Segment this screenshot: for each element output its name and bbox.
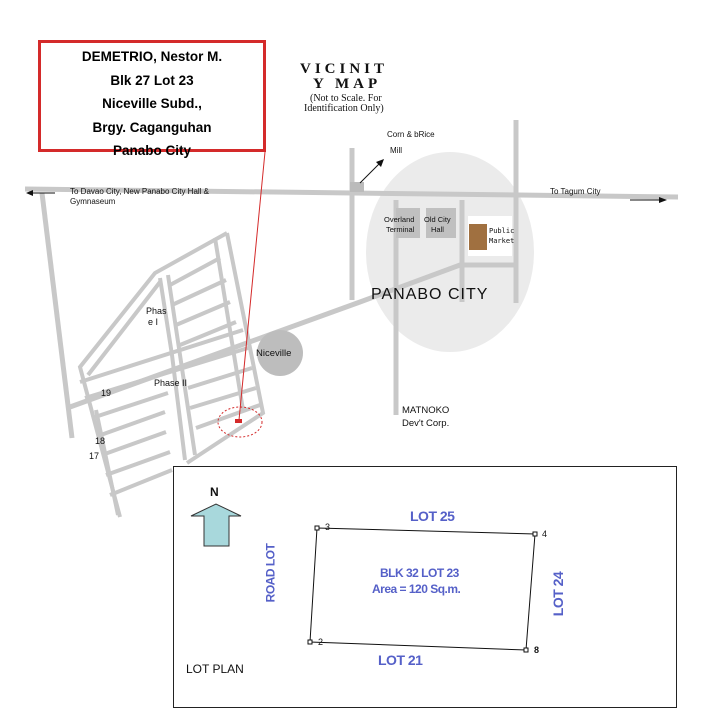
north-label: N (210, 485, 219, 499)
map-title-line2: Y MAP (313, 76, 382, 92)
matnoko-label: MATNOKO (402, 405, 450, 416)
road-lot-label: ROAD LOT (263, 543, 278, 603)
lot-area-label: Area = 120 Sq.m. (372, 582, 461, 596)
mill-arrow (359, 161, 382, 184)
owner-barangay: Brgy. Caganguhan (92, 119, 212, 135)
map-note-line2: Identification Only) (304, 103, 384, 114)
mill-arrowhead (376, 159, 384, 167)
mill-junction (350, 182, 364, 192)
phase-2-label: Phase II (154, 378, 188, 388)
panabo-city-area (366, 152, 534, 352)
city-hall-label-2: Hall (431, 225, 444, 234)
phase-1-label-2: e I (148, 317, 159, 327)
overland-label-2: Terminal (386, 225, 415, 234)
old-city-hall-block (426, 208, 456, 238)
panabo-city-label: PANABO CITY (371, 286, 489, 303)
corner-3-label: 3 (325, 522, 331, 532)
map-note-line1: (Not to Scale. For (310, 93, 382, 104)
public-market-icon (469, 224, 487, 250)
corner-4-label: 4 (542, 529, 548, 539)
location-dot (235, 419, 242, 423)
public-market-label: Public Market (489, 227, 515, 245)
location-ellipse (217, 406, 263, 438)
corner-markers (307, 525, 538, 653)
to-davao-label: To Davao City, New Panabo City Hall & (70, 187, 210, 196)
subdivision-streets (77, 231, 266, 518)
pointer-line (238, 151, 266, 421)
lot-plan-frame (173, 466, 677, 708)
city-hall-label: Old City (424, 215, 451, 224)
to-tagum-label: To Tagum City (550, 187, 601, 196)
owner-city: Panabo City (112, 143, 191, 158)
lot-plan-title: LOT PLAN (186, 662, 244, 676)
block-17-label: 17 (89, 451, 100, 461)
rice-mill-label-2: Mill (390, 146, 402, 155)
north-arrow (190, 503, 242, 547)
lot-25-label: LOT 25 (410, 508, 455, 524)
owner-subdivision: Niceville Subd., (102, 96, 202, 111)
road-diagonal (69, 262, 517, 410)
phase-1-label: Phas (146, 306, 167, 316)
niceville-marker (257, 330, 303, 376)
road-west (39, 192, 75, 439)
owner-block-lot: Blk 27 Lot 23 (110, 72, 194, 88)
lot-21-label: LOT 21 (378, 652, 423, 668)
rice-mill-label: Corn & bRice (387, 130, 435, 139)
davao-arrowhead (26, 190, 33, 196)
owner-name: DEMETRIO, Nestor M. (81, 49, 223, 64)
map-title-line1: VICINIT (300, 61, 389, 77)
tagum-arrowhead (659, 197, 667, 203)
block-18-label: 18 (95, 436, 106, 446)
lot-24-label: LOT 24 (550, 571, 567, 617)
to-davao-label-2: Gymnaseum (70, 197, 116, 206)
overland-label: Overland (384, 215, 415, 224)
niceville-label: Niceville (256, 348, 292, 359)
block-19-label: 19 (101, 388, 112, 398)
owner-info-box: DEMETRIO, Nestor M. Blk 27 Lot 23 Nicevi… (38, 40, 266, 158)
lot-name-label: BLK 32 LOT 23 (380, 566, 459, 580)
corner-8-label: 8 (534, 645, 540, 655)
corner-2-label: 2 (318, 637, 324, 647)
overland-terminal-block (396, 208, 420, 238)
matnoko-label-2: Dev't Corp. (402, 418, 450, 429)
roads (24, 120, 679, 439)
